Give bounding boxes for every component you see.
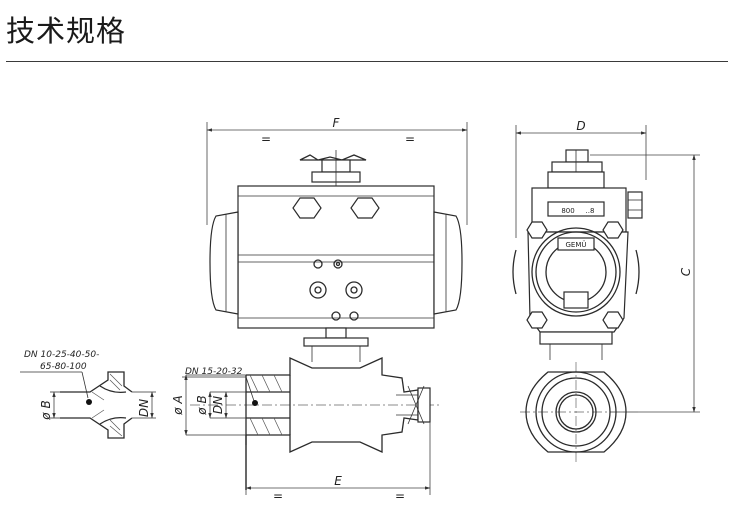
dn-range-small: DN 15-20-32 <box>185 367 243 377</box>
dim-label-d: D <box>576 119 585 133</box>
dim-label-phi-b: ø B <box>195 395 209 415</box>
dim-equal-mark: = <box>395 489 405 503</box>
dn-range-large-line1: DN 10-25-40-50- <box>24 350 99 360</box>
dim-label-dn: DN <box>211 396 225 414</box>
page-title: 技术规格 <box>6 14 127 48</box>
dim-equal-mark: = <box>405 132 415 146</box>
title-divider <box>6 61 728 62</box>
dn-range-large-line2: 65-80-100 <box>40 362 87 372</box>
front-view-actuator: F = = <box>206 116 468 362</box>
nameplate-text: GEMÜ <box>565 240 586 249</box>
dim-label-dn: DN <box>137 399 151 417</box>
dim-label-phi-b: ø B <box>39 400 53 420</box>
side-view: D C 800 ..8 GEMÜ <box>512 119 700 462</box>
detail-dn-15-20-32: DN 15-20-32 ø A ø B DN <box>171 367 258 436</box>
dim-label-phi-a: ø A <box>171 395 185 415</box>
dim-label-c: C <box>679 267 693 276</box>
pressure-badge-unit: ..8 <box>586 207 595 215</box>
dim-label-f: F <box>333 116 341 130</box>
dim-equal-mark: = <box>261 132 271 146</box>
dim-label-e: E <box>334 474 342 488</box>
pressure-badge: 800 <box>561 207 574 215</box>
front-view-valve-body: E = = <box>190 356 440 503</box>
dim-equal-mark: = <box>273 489 283 503</box>
detail-dn-10-100: DN 10-25-40-50- 65-80-100 ø B DN <box>20 350 156 439</box>
